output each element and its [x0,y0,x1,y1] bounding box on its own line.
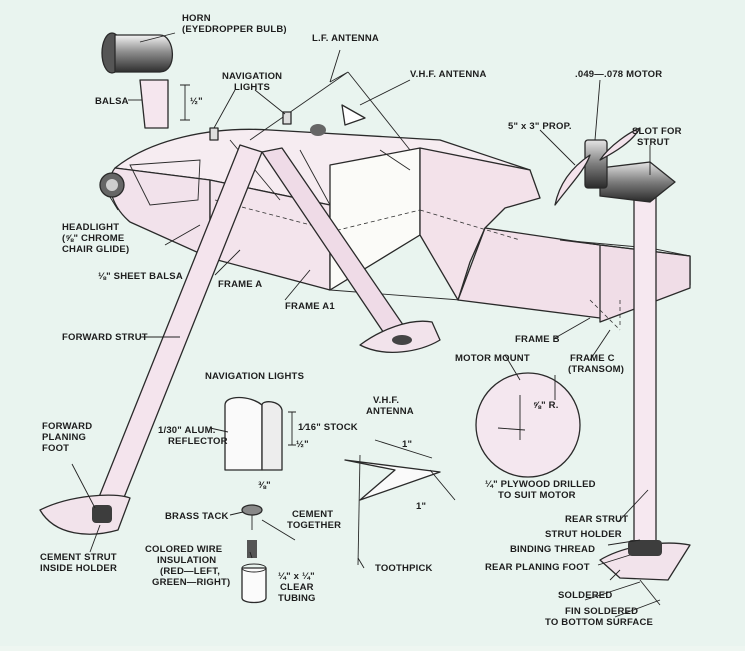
label-wire-1: COLORED WIRE [145,544,222,555]
tubing-top [241,563,267,573]
rear-strut-assembly [599,194,691,606]
label-tubing-3: TUBING [278,593,316,604]
label-forward-foot-1: FORWARD [42,421,92,432]
label-tubing-1: ¼" x ¼" [278,571,315,582]
label-prop: 5" x 3" PROP. [508,121,572,132]
label-rear-foot: REAR PLANING FOOT [485,562,590,573]
label-brass-tack: BRASS TACK [165,511,229,522]
label-rear-strut: REAR STRUT [565,514,628,525]
headlight-lens [106,179,118,191]
label-slot-2: STRUT [637,137,670,148]
spinner [599,161,676,203]
transom-top [559,239,691,257]
label-motor: .049—.078 MOTOR [575,69,662,80]
label-vhf-antenna-top: V.H.F. ANTENNA [410,69,487,80]
label-headlight-2: (⅝" CHROME [62,233,124,244]
vhf-dim-lines [374,439,456,501]
label-frame-b: FRAME B [515,334,560,345]
deck-fitting [310,124,326,136]
clear-tubing [241,567,267,604]
label-wire-3: (RED—LEFT, [160,566,220,577]
labels: HORN (EYEDROPPER BULB) L.F. ANTENNA NAVI… [40,13,682,628]
label-vhf-dim-1a: 1" [402,439,412,450]
balsa-block [139,79,169,129]
label-headlight-1: HEADLIGHT [62,222,119,233]
label-soldered: SOLDERED [558,590,612,601]
lf-antenna [249,71,411,151]
rear-strut-holder [628,540,662,556]
nav-light-right [282,111,292,125]
rear-strut-body [633,194,657,549]
label-dim-half: ½" [296,439,309,450]
label-fin-2: TO BOTTOM SURFACE [545,617,653,628]
label-lf-antenna: L.F. ANTENNA [312,33,379,44]
forward-planing-foot [39,494,131,535]
label-slot-1: SLOT FOR [632,126,682,137]
nav-light-left [209,127,219,141]
motor-mount-disc [475,372,581,478]
label-vhf-dim-1b: 1" [416,501,426,512]
label-wire-4: GREEN—RIGHT) [152,577,230,588]
motor-cylinder [584,139,608,189]
label-reflector-1: 1/30" ALUM. [158,425,216,436]
label-forward-foot-2: PLANING [42,432,86,443]
brass-tack-head [241,504,263,516]
label-headlight-3: CHAIR GLIDE) [62,244,129,255]
label-binding-thread: BINDING THREAD [510,544,595,555]
label-forward-strut: FORWARD STRUT [62,332,148,343]
label-frame-a: FRAME A [218,279,262,290]
balsa-dim-line [180,84,190,121]
wire-insulation [247,540,257,558]
label-nav-lights-top-1: NAVIGATION [222,71,282,82]
hull-nose-shade [129,159,201,206]
label-plywood-2: TO SUIT MOTOR [498,490,576,501]
label-cement-strut-1: CEMENT STRUT [40,552,117,563]
vhf-antenna-model [341,104,366,126]
toothpick [357,454,361,566]
label-nav-lights-top-2: LIGHTS [234,82,270,93]
label-fin-1: FIN SOLDERED [565,606,638,617]
label-cement-2: TOGETHER [287,520,341,531]
motor-mount-marks [497,395,526,440]
horn [101,32,173,74]
hull [109,128,691,331]
reflector-detail [224,396,263,471]
label-reflector-2: REFLECTOR [168,436,228,447]
label-nav-lights-detail: NAVIGATION LIGHTS [205,371,304,382]
label-toothpick: TOOTHPICK [375,563,433,574]
mid-foot-holder [392,335,412,345]
forward-strut-holder [92,505,112,523]
reflector-fold [261,401,283,471]
label-mount-radius: ⅝" R. [533,400,559,411]
label-stock: 1⁄16" STOCK [298,422,358,433]
label-vhf-detail-1: V.H.F. [373,395,399,406]
label-plywood-1: ¼" PLYWOOD DRILLED [485,479,596,490]
vhf-antenna-detail [344,459,441,501]
label-balsa-dim: ½" [190,96,203,107]
label-tubing-2: CLEAR [280,582,314,593]
propeller [554,127,641,206]
label-dim-3-8: ⅜" [258,480,271,491]
label-forward-foot-3: FOOT [42,443,69,454]
label-sheet-balsa: ⅛" SHEET BALSA [98,271,183,282]
motor [554,127,676,206]
label-horn: HORN [182,13,211,24]
label-frame-c-1: FRAME C [570,353,615,364]
label-frame-c-2: (TRANSOM) [568,364,624,375]
label-cement-1: CEMENT [292,509,333,520]
label-horn-sub: (EYEDROPPER BULB) [182,24,287,35]
label-balsa: BALSA [95,96,129,107]
label-motor-mount: MOTOR MOUNT [455,353,530,364]
label-wire-2: INSULATION [157,555,216,566]
label-vhf-detail-2: ANTENNA [366,406,414,417]
leader-lines [71,32,661,618]
horn-bulb [114,34,173,73]
label-cement-strut-2: INSIDE HOLDER [40,563,117,574]
reflector-dim [288,411,296,446]
frame-hidden-lines [214,199,621,331]
label-frame-a1: FRAME A1 [285,301,335,312]
label-strut-holder: STRUT HOLDER [545,529,622,540]
